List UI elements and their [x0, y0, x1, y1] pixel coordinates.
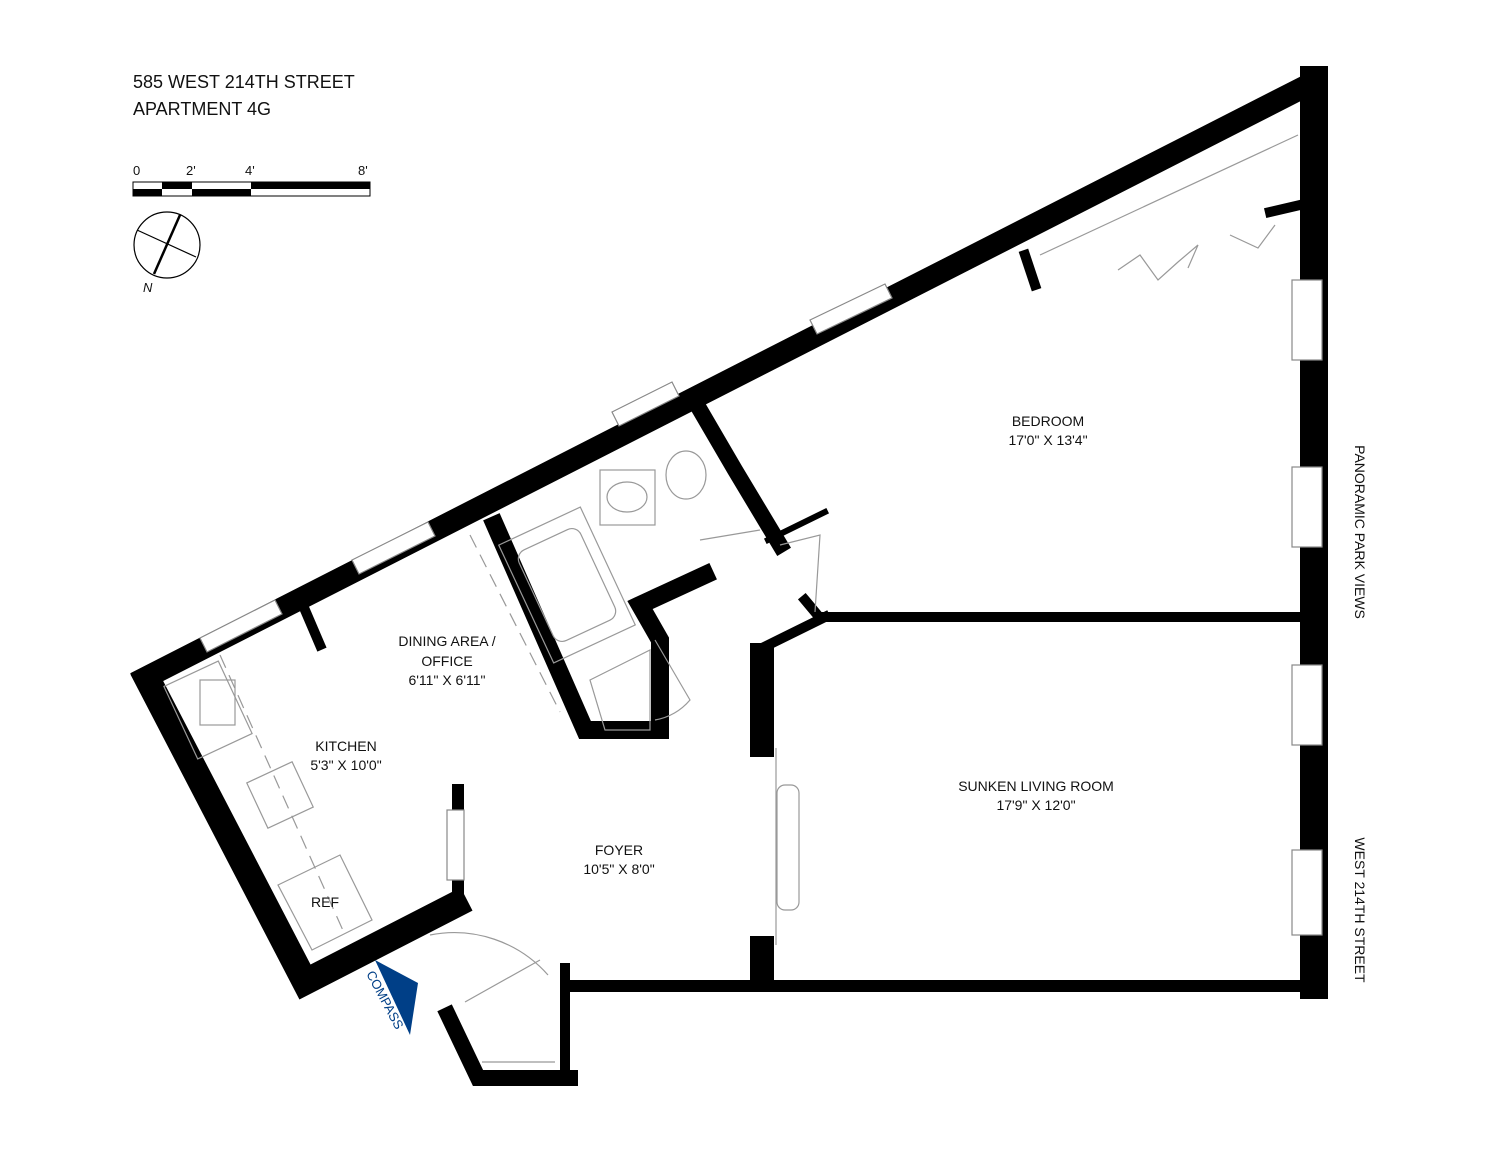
compass-logo: COMPASS: [363, 960, 418, 1035]
address-text: 585 WEST 214TH STREET: [133, 72, 355, 92]
room-name: SUNKEN LIVING ROOM: [958, 778, 1114, 794]
room-dining: DINING AREA / OFFICE 6'11" X 6'11": [398, 633, 495, 688]
room-size: 6'11" X 6'11": [408, 672, 485, 688]
room-bedroom: BEDROOM 17'0" X 13'4": [1008, 413, 1087, 448]
scale-tick: 4': [245, 163, 255, 178]
room-size: 10'5" X 8'0": [583, 861, 654, 877]
room-size: 5'3" X 10'0": [310, 757, 381, 773]
room-kitchen: KITCHEN 5'3" X 10'0": [310, 738, 381, 773]
north-arrow-icon: N: [133, 211, 201, 295]
room-foyer: FOYER 10'5" X 8'0": [583, 842, 654, 877]
views-label: PANORAMIC PARK VIEWS: [1352, 445, 1368, 619]
room-name: FOYER: [595, 842, 643, 858]
room-living: SUNKEN LIVING ROOM 17'9" X 12'0": [958, 778, 1114, 813]
room-name: BEDROOM: [1012, 413, 1084, 429]
scale-tick: 0: [133, 163, 140, 178]
fixtures: REF: [163, 134, 1299, 1063]
windows: [199, 279, 1323, 936]
room-name: DINING AREA /: [398, 633, 495, 649]
street-label: WEST 214TH STREET: [1352, 837, 1368, 983]
walls: [130, 66, 1328, 1086]
room-name: KITCHEN: [315, 738, 376, 754]
scale-tick: 8': [358, 163, 368, 178]
scale-bar: 0 2' 4' 8': [132, 163, 371, 197]
room-size: 17'0" X 13'4": [1008, 432, 1087, 448]
scale-tick: 2': [186, 163, 196, 178]
north-label: N: [143, 280, 153, 295]
room-size: 17'9" X 12'0": [996, 797, 1075, 813]
ref-label: REF: [311, 894, 339, 910]
room-name: OFFICE: [421, 653, 472, 669]
unit-text: APARTMENT 4G: [133, 99, 271, 119]
